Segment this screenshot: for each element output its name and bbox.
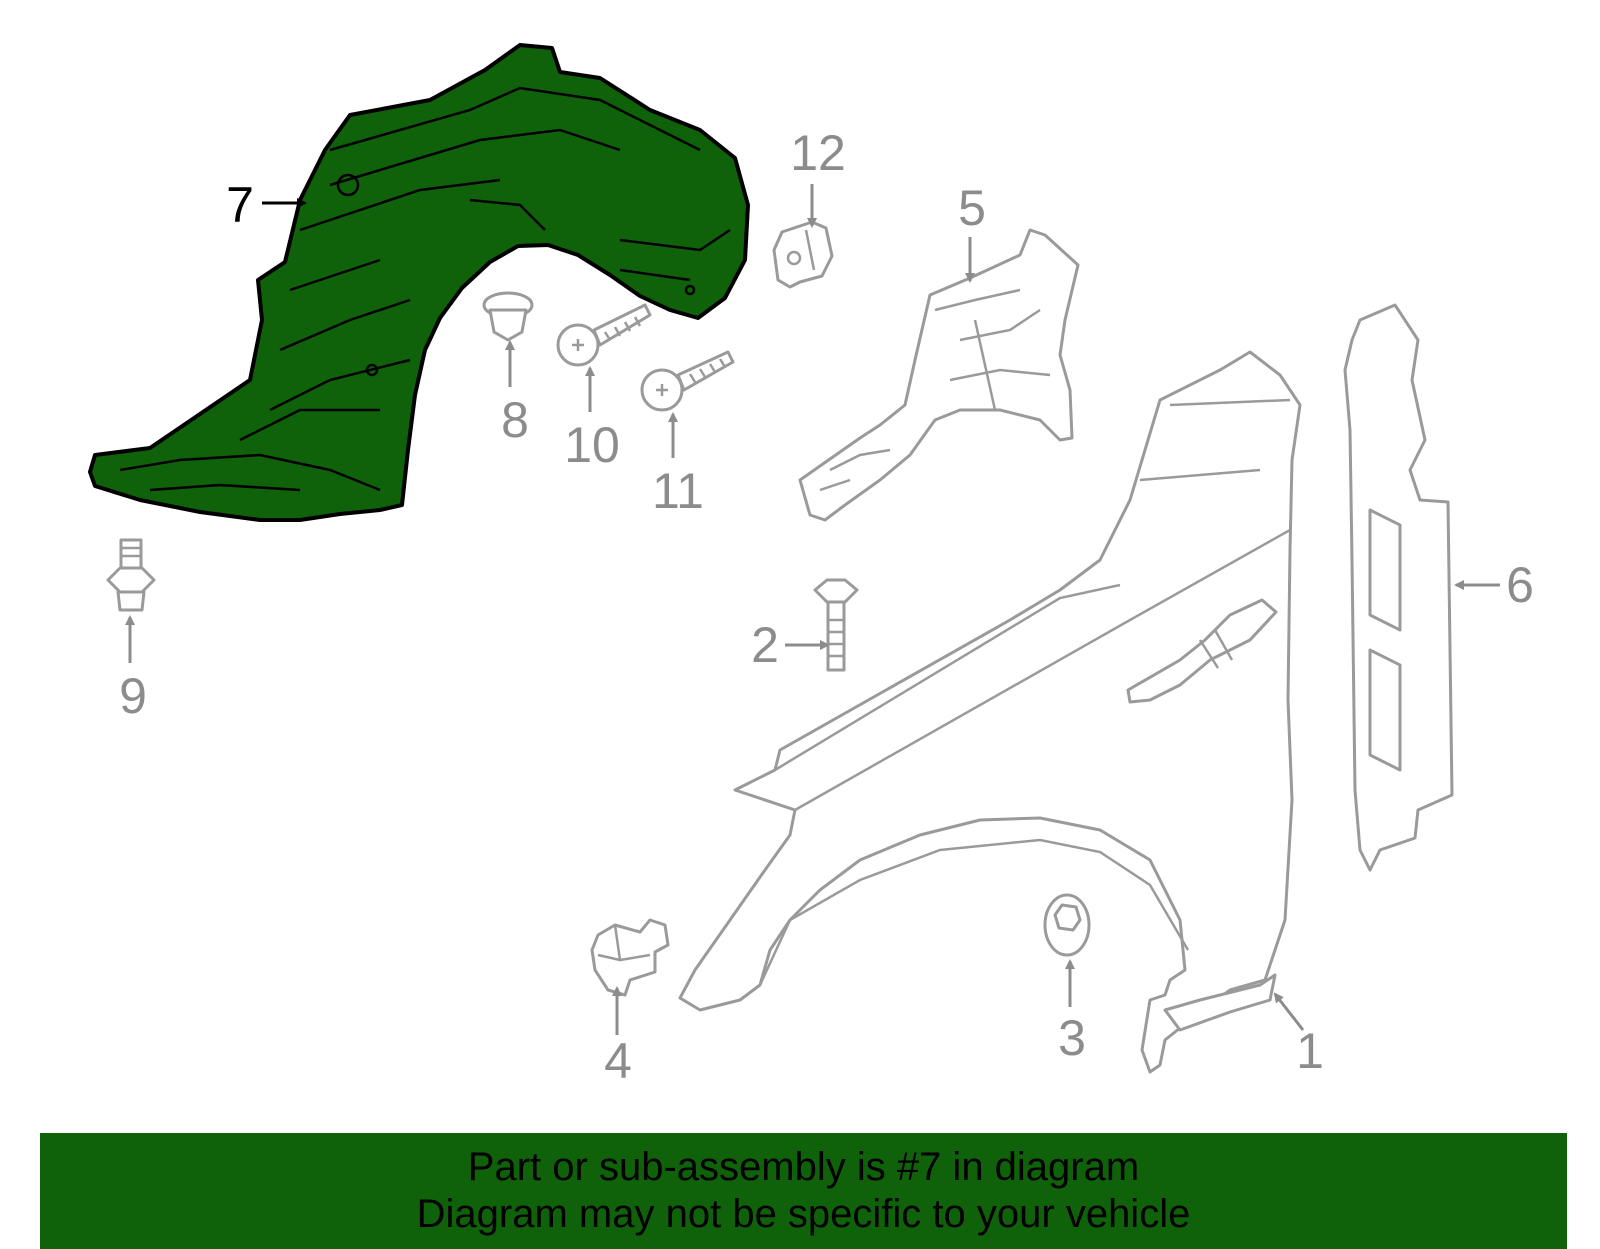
part-9-bolt[interactable] [106, 538, 156, 612]
callout-8: 8 [501, 392, 529, 448]
banner-line-2: Diagram may not be specific to your vehi… [416, 1192, 1191, 1236]
callout-6: 6 [1506, 557, 1534, 613]
part-12-clip-nut[interactable] [772, 220, 834, 289]
banner-line-1: Part or sub-assembly is #7 in diagram [467, 1145, 1140, 1189]
part-8-push-clip[interactable] [482, 291, 534, 342]
callout-12: 12 [790, 125, 846, 181]
part-1-fender[interactable] [678, 350, 1302, 1074]
part-3-nut[interactable] [1043, 893, 1091, 957]
part-7-fender-liner[interactable] [88, 43, 750, 522]
part-10-screw[interactable] [556, 303, 652, 367]
part-11-screw[interactable] [640, 350, 735, 412]
leader-1 [1273, 992, 1305, 1031]
info-banner: Part or sub-assembly is #7 in diagram Di… [40, 1133, 1567, 1249]
callout-2: 2 [751, 617, 779, 673]
callout-1: 1 [1296, 1023, 1324, 1079]
callout-4: 4 [604, 1033, 632, 1089]
callout-5: 5 [958, 180, 986, 236]
callout-3: 3 [1058, 1010, 1086, 1066]
callout-11: 11 [652, 463, 704, 519]
callout-9: 9 [119, 668, 147, 724]
part-2-bolt[interactable] [813, 578, 859, 672]
part-6-side-seal[interactable] [1343, 303, 1454, 872]
part-5-bracket[interactable] [798, 228, 1080, 522]
callout-7: 7 [226, 177, 254, 233]
callout-10: 10 [564, 417, 620, 473]
part-4-clip[interactable] [590, 918, 670, 997]
